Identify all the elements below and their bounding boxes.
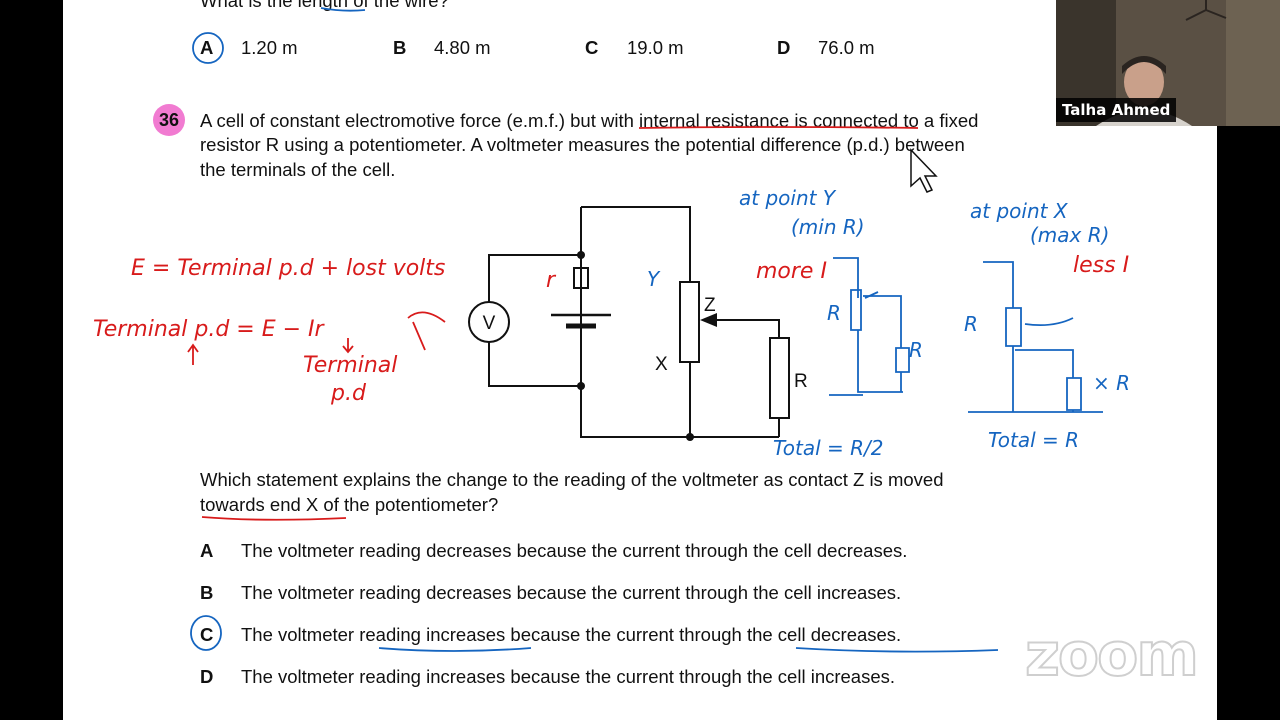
end-x-label: X bbox=[655, 354, 668, 375]
prev-option-c-value: 19.0 m bbox=[627, 37, 684, 58]
question-stem-line-1: A cell of constant electromotive force (… bbox=[200, 110, 979, 131]
participant-video-tile[interactable]: Talha Ahmed bbox=[1056, 0, 1280, 126]
zoom-watermark-logo: zoom bbox=[1024, 619, 1200, 691]
option-b-label[interactable]: B bbox=[200, 582, 214, 603]
prev-option-a-value: 1.20 m bbox=[241, 37, 298, 58]
question-prompt-line-2: towards end X of the potentiometer? bbox=[200, 494, 499, 515]
option-b-text: The voltmeter reading decreases because … bbox=[241, 582, 902, 603]
prev-option-d-label[interactable]: D bbox=[777, 37, 791, 58]
option-d-text: The voltmeter reading increases because … bbox=[241, 666, 896, 687]
option-d-label[interactable]: D bbox=[200, 666, 214, 687]
contact-z-label: Z bbox=[704, 295, 716, 316]
document-page: What is the length of the wire? A 1.20 m… bbox=[63, 0, 1217, 720]
option-a-text: The voltmeter reading decreases because … bbox=[241, 540, 908, 561]
question-stem-line-3: the terminals of the cell. bbox=[200, 159, 396, 180]
prev-option-c-label[interactable]: C bbox=[585, 37, 599, 58]
circuit-diagram: V Z X R bbox=[468, 206, 808, 441]
question-stem-line-2: resistor R using a potentiometer. A volt… bbox=[200, 134, 965, 155]
question-number-badge: 36 bbox=[153, 104, 185, 136]
option-c-text: The voltmeter reading increases because … bbox=[241, 624, 902, 645]
prev-question-text: What is the length of the wire? bbox=[200, 0, 449, 11]
prev-option-b-value: 4.80 m bbox=[434, 37, 491, 58]
participant-name: Talha Ahmed bbox=[1056, 98, 1177, 122]
question-number: 36 bbox=[158, 110, 180, 130]
voltmeter-label: V bbox=[483, 313, 496, 334]
prev-option-d-value: 76.0 m bbox=[818, 37, 875, 58]
prev-option-b-label[interactable]: B bbox=[393, 37, 407, 58]
option-a-label[interactable]: A bbox=[200, 540, 214, 561]
fixed-resistor-label: R bbox=[794, 371, 808, 392]
question-prompt-line-1: Which statement explains the change to t… bbox=[200, 469, 944, 490]
